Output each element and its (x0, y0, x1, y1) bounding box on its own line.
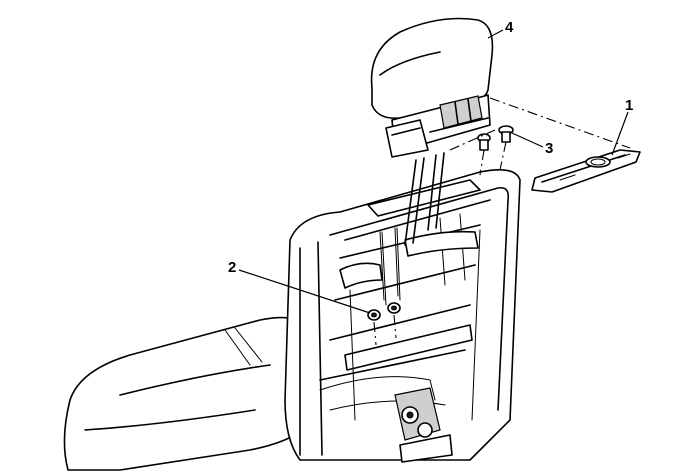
callout-1: 1 (625, 97, 633, 114)
guide-nuts (367, 227, 401, 346)
alignment-line (489, 97, 631, 149)
seat-back-frame (284, 169, 521, 463)
callout-4: 4 (505, 19, 514, 36)
callout-2: 2 (228, 259, 236, 276)
alignment-line-2 (449, 129, 496, 151)
headrest (370, 17, 494, 158)
seat-cushion (63, 316, 311, 471)
headrest-trim-cover (531, 149, 641, 193)
headrest-posts (404, 152, 445, 246)
leader-lines (238, 29, 629, 314)
callout-3: 3 (545, 140, 553, 157)
guide-sleeves (477, 125, 514, 176)
